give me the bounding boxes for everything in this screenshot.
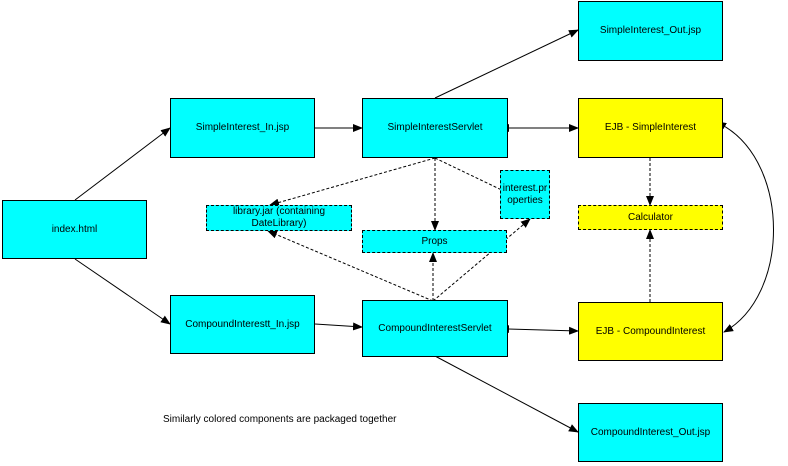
edge-ejb-simple-compound — [716, 121, 774, 333]
node-interest-properties: interest.pr operties — [500, 170, 550, 219]
node-compound-interest-servlet: CompoundInterestServlet — [362, 300, 508, 357]
node-compound-interest-out-jsp: CompoundInterest_Out.jsp — [578, 403, 723, 462]
edge-compound-servlet-ejb — [499, 325, 579, 335]
edge-simple-servlet-library — [269, 157, 436, 207]
edge-compound-servlet-interest — [432, 218, 531, 302]
node-compound-interest-in-jsp: CompoundInterestt_In.jsp — [170, 295, 315, 354]
edge-simple-servlet-out — [434, 29, 579, 99]
node-simple-interest-in-jsp: SimpleInterest_In.jsp — [170, 98, 315, 158]
edge-compound-servlet-out — [434, 355, 579, 433]
edge-index-simple-in — [74, 127, 171, 201]
node-simple-interest-out-jsp: SimpleInterest_Out.jsp — [578, 1, 723, 61]
legend-note: Similarly colored components are package… — [163, 414, 397, 425]
edge-compound-in-servlet — [314, 322, 363, 331]
node-index-html: index.html — [2, 200, 147, 259]
node-ejb-compound-interest: EJB - CompoundInterest — [578, 302, 723, 361]
node-library-jar: library.jar (containing DateLibrary) — [206, 205, 352, 231]
node-calculator: Calculator — [578, 205, 723, 230]
node-ejb-simple-interest: EJB - SimpleInterest — [578, 98, 723, 158]
node-props: Props — [362, 230, 507, 253]
edge-simple-servlet-interest — [434, 157, 511, 195]
node-simple-interest-servlet: SimpleInterestServlet — [362, 98, 508, 158]
edge-index-compound-in — [74, 258, 171, 325]
